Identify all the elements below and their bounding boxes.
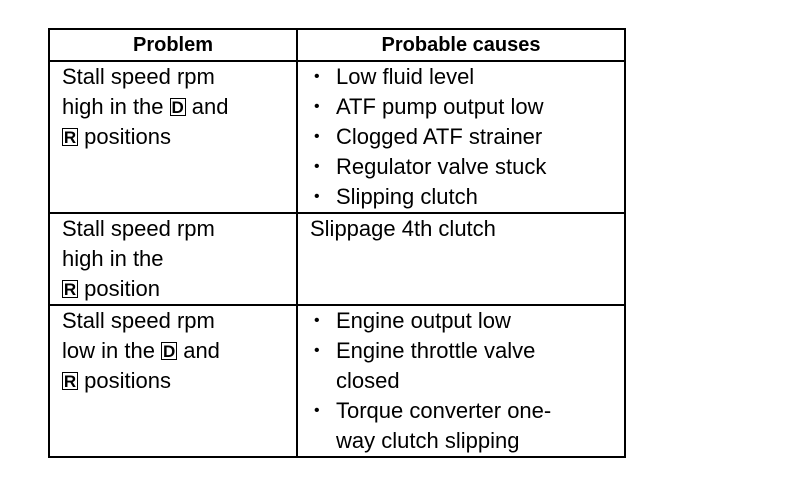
problem-line: high in the D and [62,92,296,122]
cause-text: Engine output low [336,308,511,333]
gear-position-d-symbol: D [161,342,178,361]
causes-cell: Slippage 4th clutch [296,212,626,306]
bullet-icon: • [314,68,320,85]
cause-text: ATF pump output low [336,94,544,119]
table-row: Stall speed rpm high in the R position S… [48,212,626,306]
header-problem: Problem [48,28,298,62]
gear-position-r-symbol: R [62,372,78,391]
cause-item: • Slipping clutch [312,182,624,212]
problem-line: Stall speed rpm [62,308,215,333]
cause-text: Slippage 4th clutch [310,216,496,241]
bullet-icon: • [314,312,320,329]
stall-speed-troubleshooting-table: Problem Probable causes Stall speed rpm … [48,28,626,458]
problem-line: R positions [62,366,296,396]
causes-cell: • Engine output low • Engine throttle va… [296,304,626,458]
bullet-icon: • [314,98,320,115]
cause-item: • Engine throttle valve closed [312,336,624,396]
table-header-row: Problem Probable causes [48,28,626,62]
table-row: Stall speed rpm high in the D and R posi… [48,60,626,214]
problem-text: low in the [62,338,155,363]
problem-text: high in the [62,94,164,119]
problem-text: and [183,338,220,363]
problem-line: low in the D and [62,336,296,366]
problem-cell: Stall speed rpm high in the R position [48,212,298,306]
bullet-icon: • [314,342,320,359]
cause-item: • Low fluid level [312,62,624,92]
header-probable-causes: Probable causes [296,28,626,62]
cause-text: Engine throttle valve [336,338,536,363]
problem-cell: Stall speed rpm high in the D and R posi… [48,60,298,214]
cause-text: way clutch slipping [336,428,520,453]
problem-cell: Stall speed rpm low in the D and R posit… [48,304,298,458]
cause-text: Regulator valve stuck [336,154,547,179]
problem-line: high in the [62,246,164,271]
problem-line: Stall speed rpm [62,216,215,241]
cause-item: • Clogged ATF strainer [312,122,624,152]
cause-text: Slipping clutch [336,184,478,209]
problem-text: positions [84,368,171,393]
bullet-icon: • [314,188,320,205]
gear-position-r-symbol: R [62,128,78,147]
table-row: Stall speed rpm low in the D and R posit… [48,304,626,458]
gear-position-d-symbol: D [169,98,186,117]
problem-line: Stall speed rpm [62,64,215,89]
cause-item: • Engine output low [312,306,624,336]
bullet-icon: • [314,128,320,145]
cause-text: Torque converter one- [336,398,552,423]
bullet-icon: • [314,402,320,419]
bullet-icon: • [314,158,320,175]
causes-list: • Engine output low • Engine throttle va… [312,306,624,456]
gear-position-r-symbol: R [62,280,78,299]
cause-text: closed [336,368,400,393]
cause-text: Clogged ATF strainer [336,124,543,149]
cause-item: • ATF pump output low [312,92,624,122]
problem-text: position [84,276,160,301]
problem-line: R positions [62,122,296,152]
problem-line: R position [62,274,296,304]
causes-list: • Low fluid level • ATF pump output low … [312,62,624,212]
causes-cell: • Low fluid level • ATF pump output low … [296,60,626,214]
cause-item: • Regulator valve stuck [312,152,624,182]
problem-text: positions [84,124,171,149]
problem-text: and [191,94,229,119]
cause-text: Low fluid level [336,64,475,89]
cause-item: • Torque converter one- way clutch slipp… [312,396,624,456]
